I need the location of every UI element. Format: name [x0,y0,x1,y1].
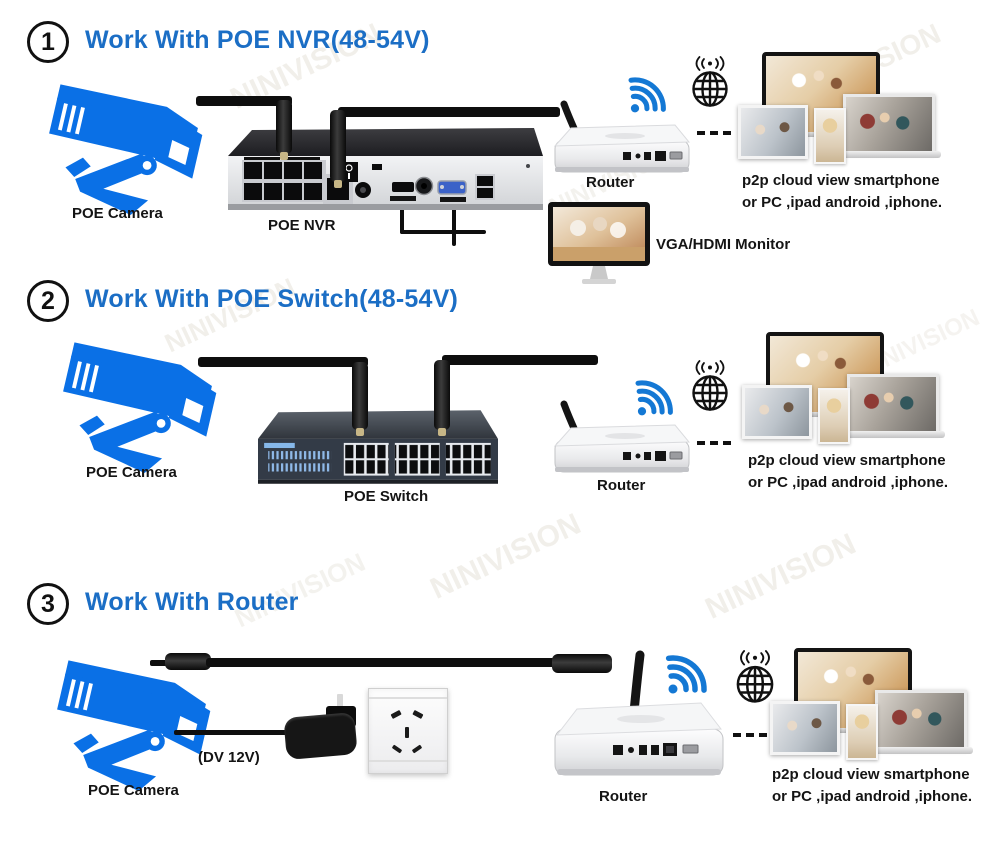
wifi-icon [628,77,666,113]
switch-to-router-cable [442,355,598,365]
smartphone-photo [818,388,850,444]
monitor-line [400,230,486,234]
vga-line [452,194,456,246]
tablet-photo [742,385,812,439]
internet-globe-icon [736,650,774,703]
camera-label: POE Camera [86,464,177,481]
vga-hdmi-monitor [548,202,650,284]
hdmi-line [400,194,404,234]
cable-connector [330,110,346,188]
laptop-photo [837,94,941,158]
camera-to-nvr-cable [196,96,292,106]
router-device [554,650,724,776]
camera-to-router-cable [206,658,558,667]
plug-prong [337,694,343,710]
p2p-cloud-line1: p2p cloud view smartphone [742,172,940,189]
wall-socket [368,688,448,774]
section3-title: Work With Router [85,587,299,616]
watermark: NINIVISION [700,527,861,626]
laptop-photo [841,374,945,438]
camera-to-switch-cable [198,357,368,367]
poe-nvr [228,128,543,210]
p2p-cloud-line2: or PC ,ipad android ,iphone. [772,787,973,805]
section1-title: Work With POE NVR(48-54V) [85,25,430,54]
internet-globe-icon [692,360,728,411]
poe-camera-icon [57,660,211,791]
router-label: Router [599,788,648,805]
power-adapter [283,711,358,761]
cable-connector [276,100,292,160]
camera-label: POE Camera [72,205,163,222]
socket-seam [369,760,447,762]
socket-hole [411,744,423,754]
socket-hole [412,709,424,719]
cable-stub [150,660,170,666]
internet-globe-icon [692,56,728,107]
cable-connector [552,654,612,673]
smartphone-photo [846,704,878,760]
poe-switch [258,410,498,484]
power-cable [174,730,294,735]
p2p-cloud-line1: p2p cloud view smartphone [748,452,946,469]
section3-number: 3 [27,583,69,625]
section2-number: 2 [27,280,69,322]
router-device [553,100,691,173]
socket-hole [391,744,403,754]
client-devices-collage [742,330,952,455]
section1-number: 1 [27,21,69,63]
p2p-cloud-line1: p2p cloud view smartphone [772,766,970,783]
nvr-to-router-cable [338,107,560,117]
wireless-link-dashes [733,733,767,737]
adapter-label: (DV 12V) [198,749,260,766]
p2p-cloud-line2: or PC ,ipad android ,iphone. [742,193,943,211]
wifi-icon [665,655,707,694]
camera-label: POE Camera [88,782,179,799]
router-device [553,400,691,473]
cable-connector [352,362,368,436]
wireless-link-dashes [697,131,731,135]
socket-seam [369,697,447,699]
cable-connector [165,653,211,670]
tablet-photo [738,105,808,159]
switch-label: POE Switch [344,488,429,505]
tablet-photo [770,701,840,755]
p2p-cloud-text: p2p cloud view smartphone or PC ,ipad an… [772,764,972,808]
p2p-cloud-line2: or PC ,ipad android ,iphone. [748,473,949,491]
wifi-icon [635,380,673,416]
section2-title: Work With POE Switch(48-54V) [85,284,459,313]
socket-hole [390,709,402,719]
router-label: Router [597,477,646,494]
monitor-label: VGA/HDMI Monitor [656,236,791,253]
poe-camera-icon [63,342,217,473]
p2p-cloud-text: p2p cloud view smartphone or PC ,ipad an… [742,170,942,214]
client-devices-collage [770,646,980,771]
smartphone-photo [814,108,846,164]
socket-hole [405,727,409,738]
poe-camera-icon [49,84,203,215]
laptop-photo [869,690,973,754]
wireless-link-dashes [697,441,731,445]
cable-connector [434,360,450,436]
nvr-label: POE NVR [268,217,336,234]
p2p-cloud-text: p2p cloud view smartphone or PC ,ipad an… [748,450,948,494]
router-label: Router [586,174,635,191]
client-devices-collage [738,50,948,175]
watermark: NINIVISION [425,507,586,606]
